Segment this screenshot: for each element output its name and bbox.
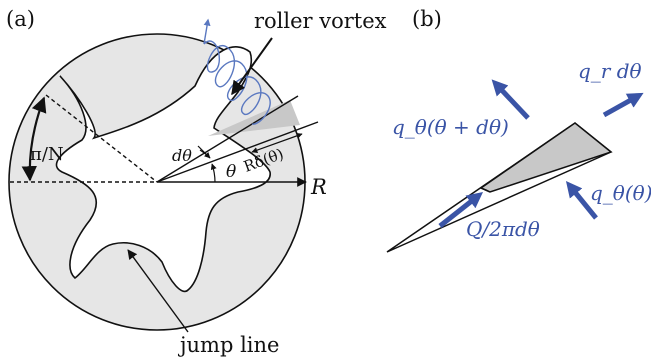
panel-b: (b) q_r dθ q_θ(θ + dθ) q_θ(θ) Q/2πdθ [386, 7, 651, 253]
label-q-source: Q/2πdθ [466, 217, 540, 241]
pi-over-n-label: π/N [30, 144, 64, 165]
radius-label: R [310, 175, 327, 199]
dtheta-tick [197, 145, 211, 159]
theta-arc [210, 163, 217, 183]
label-q-theta-plus: q_θ(θ + dθ) [392, 115, 509, 139]
panel-b-tag: (b) [412, 7, 442, 31]
control-volume-inner-arc [480, 187, 491, 193]
arrow-q-r [602, 92, 644, 118]
dashed-diagonal [45, 94, 158, 183]
jump-line-label: jump line [177, 333, 279, 357]
roller-vortex-label: roller vortex [254, 9, 387, 33]
roller-vortex-pointer [231, 37, 273, 96]
arrow-q-theta [565, 181, 598, 220]
arrow-q-source [438, 192, 484, 228]
ray-lower [156, 121, 319, 183]
roller-vortex-coil [203, 18, 271, 125]
jump-line-pointer [127, 249, 189, 333]
jump-line-star [55, 46, 271, 293]
label-q-r: q_r dθ [578, 59, 642, 83]
theta-label: θ [226, 162, 236, 182]
dtheta-label: dθ [172, 146, 192, 165]
ray-upper [156, 95, 299, 183]
arrow-q-theta-plus [491, 79, 530, 120]
panel-a-tag: (a) [6, 7, 35, 31]
pi-over-n-arc [21, 96, 47, 182]
panel-a: (a) R θ dθ Rδ(θ) π/N [6, 7, 387, 357]
r-delta-arrow [251, 133, 303, 153]
label-q-theta: q_θ(θ) [590, 181, 651, 205]
